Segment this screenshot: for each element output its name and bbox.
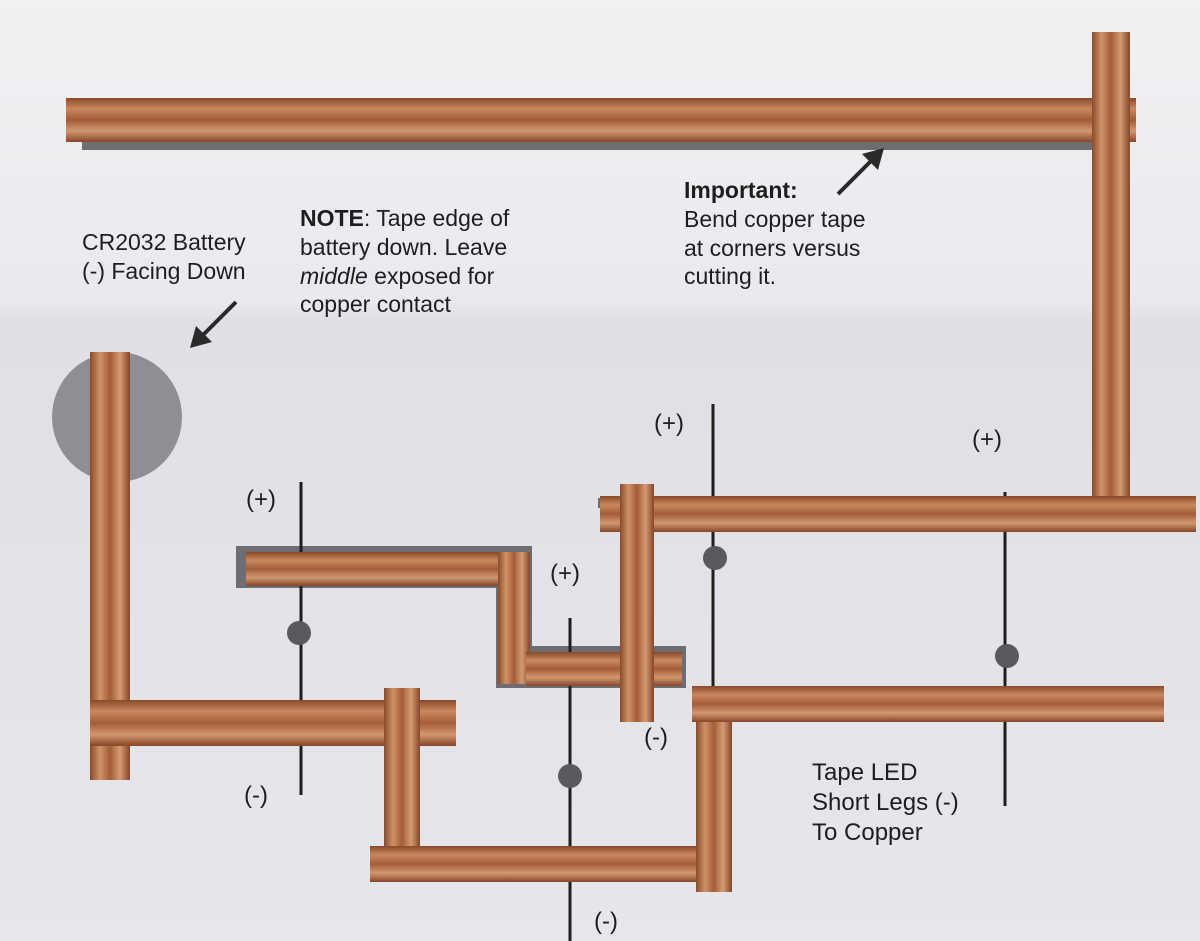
- copper-strip-top: [66, 98, 1136, 142]
- led-label-line3: To Copper: [812, 819, 923, 846]
- led-label-line2: Short Legs (-): [812, 789, 959, 816]
- battery-arrow-line: [198, 300, 238, 340]
- copper-strip-led1-drop: [498, 552, 530, 684]
- copper-strip-led3-down: [696, 692, 732, 892]
- copper-strip-led2-top: [526, 652, 682, 686]
- important-label: Important: Bend copper tape at corners v…: [684, 176, 866, 291]
- led-4-positive-label: (+): [972, 426, 1002, 453]
- note-line2: battery down. Leave: [300, 233, 508, 260]
- led-3-positive-label: (+): [654, 410, 684, 437]
- copper-strip-led2-left: [384, 688, 420, 858]
- led-3-dot: [703, 546, 727, 570]
- note-line3-italic: middle: [300, 262, 368, 289]
- led-4-dot: [995, 644, 1019, 668]
- note-line3-rest: exposed for: [367, 262, 495, 289]
- led-2-negative-label: (-): [594, 908, 618, 935]
- led-2-dot: [558, 764, 582, 788]
- important-heading: Important:: [684, 177, 798, 203]
- important-line2: at corners versus: [684, 234, 861, 261]
- led-2-positive-label: (+): [550, 560, 580, 587]
- copper-strip-upper-right: [600, 496, 1196, 532]
- led-1-dot: [287, 621, 311, 645]
- battery-label: CR2032 Battery (-) Facing Down: [82, 228, 246, 286]
- note-line4: copper contact: [300, 291, 451, 318]
- battery-label-line1: CR2032 Battery: [82, 229, 246, 255]
- copper-strip-led1-top: [246, 552, 528, 586]
- note-label: NOTE: Tape edge of battery down. Leave m…: [300, 204, 509, 319]
- battery-arrow-icon: [190, 326, 212, 348]
- note-heading: NOTE: [300, 205, 364, 231]
- led-3-negative-label: (-): [644, 724, 668, 751]
- copper-strip-right-vertical: [1092, 32, 1130, 500]
- led-1-negative-label: (-): [244, 782, 268, 809]
- copper-strip-bottom: [370, 846, 700, 882]
- led-label-line1: Tape LED: [812, 759, 918, 786]
- led-label: Tape LED Short Legs (-) To Copper: [812, 758, 959, 848]
- important-line1: Bend copper tape: [684, 205, 866, 232]
- important-arrow-icon: [862, 148, 884, 170]
- copper-strip-middle-vertical: [620, 484, 654, 722]
- important-arrow-line: [836, 156, 876, 196]
- important-line3: cutting it.: [684, 263, 777, 290]
- led-1-positive-label: (+): [246, 486, 276, 513]
- arrows: [190, 148, 884, 348]
- copper-strip-lower-right: [692, 686, 1164, 722]
- battery-label-line2: (-) Facing Down: [82, 257, 246, 284]
- note-line1-rest: : Tape edge of: [363, 205, 510, 231]
- led-dots: [287, 546, 1019, 788]
- copper-tape: [66, 32, 1196, 892]
